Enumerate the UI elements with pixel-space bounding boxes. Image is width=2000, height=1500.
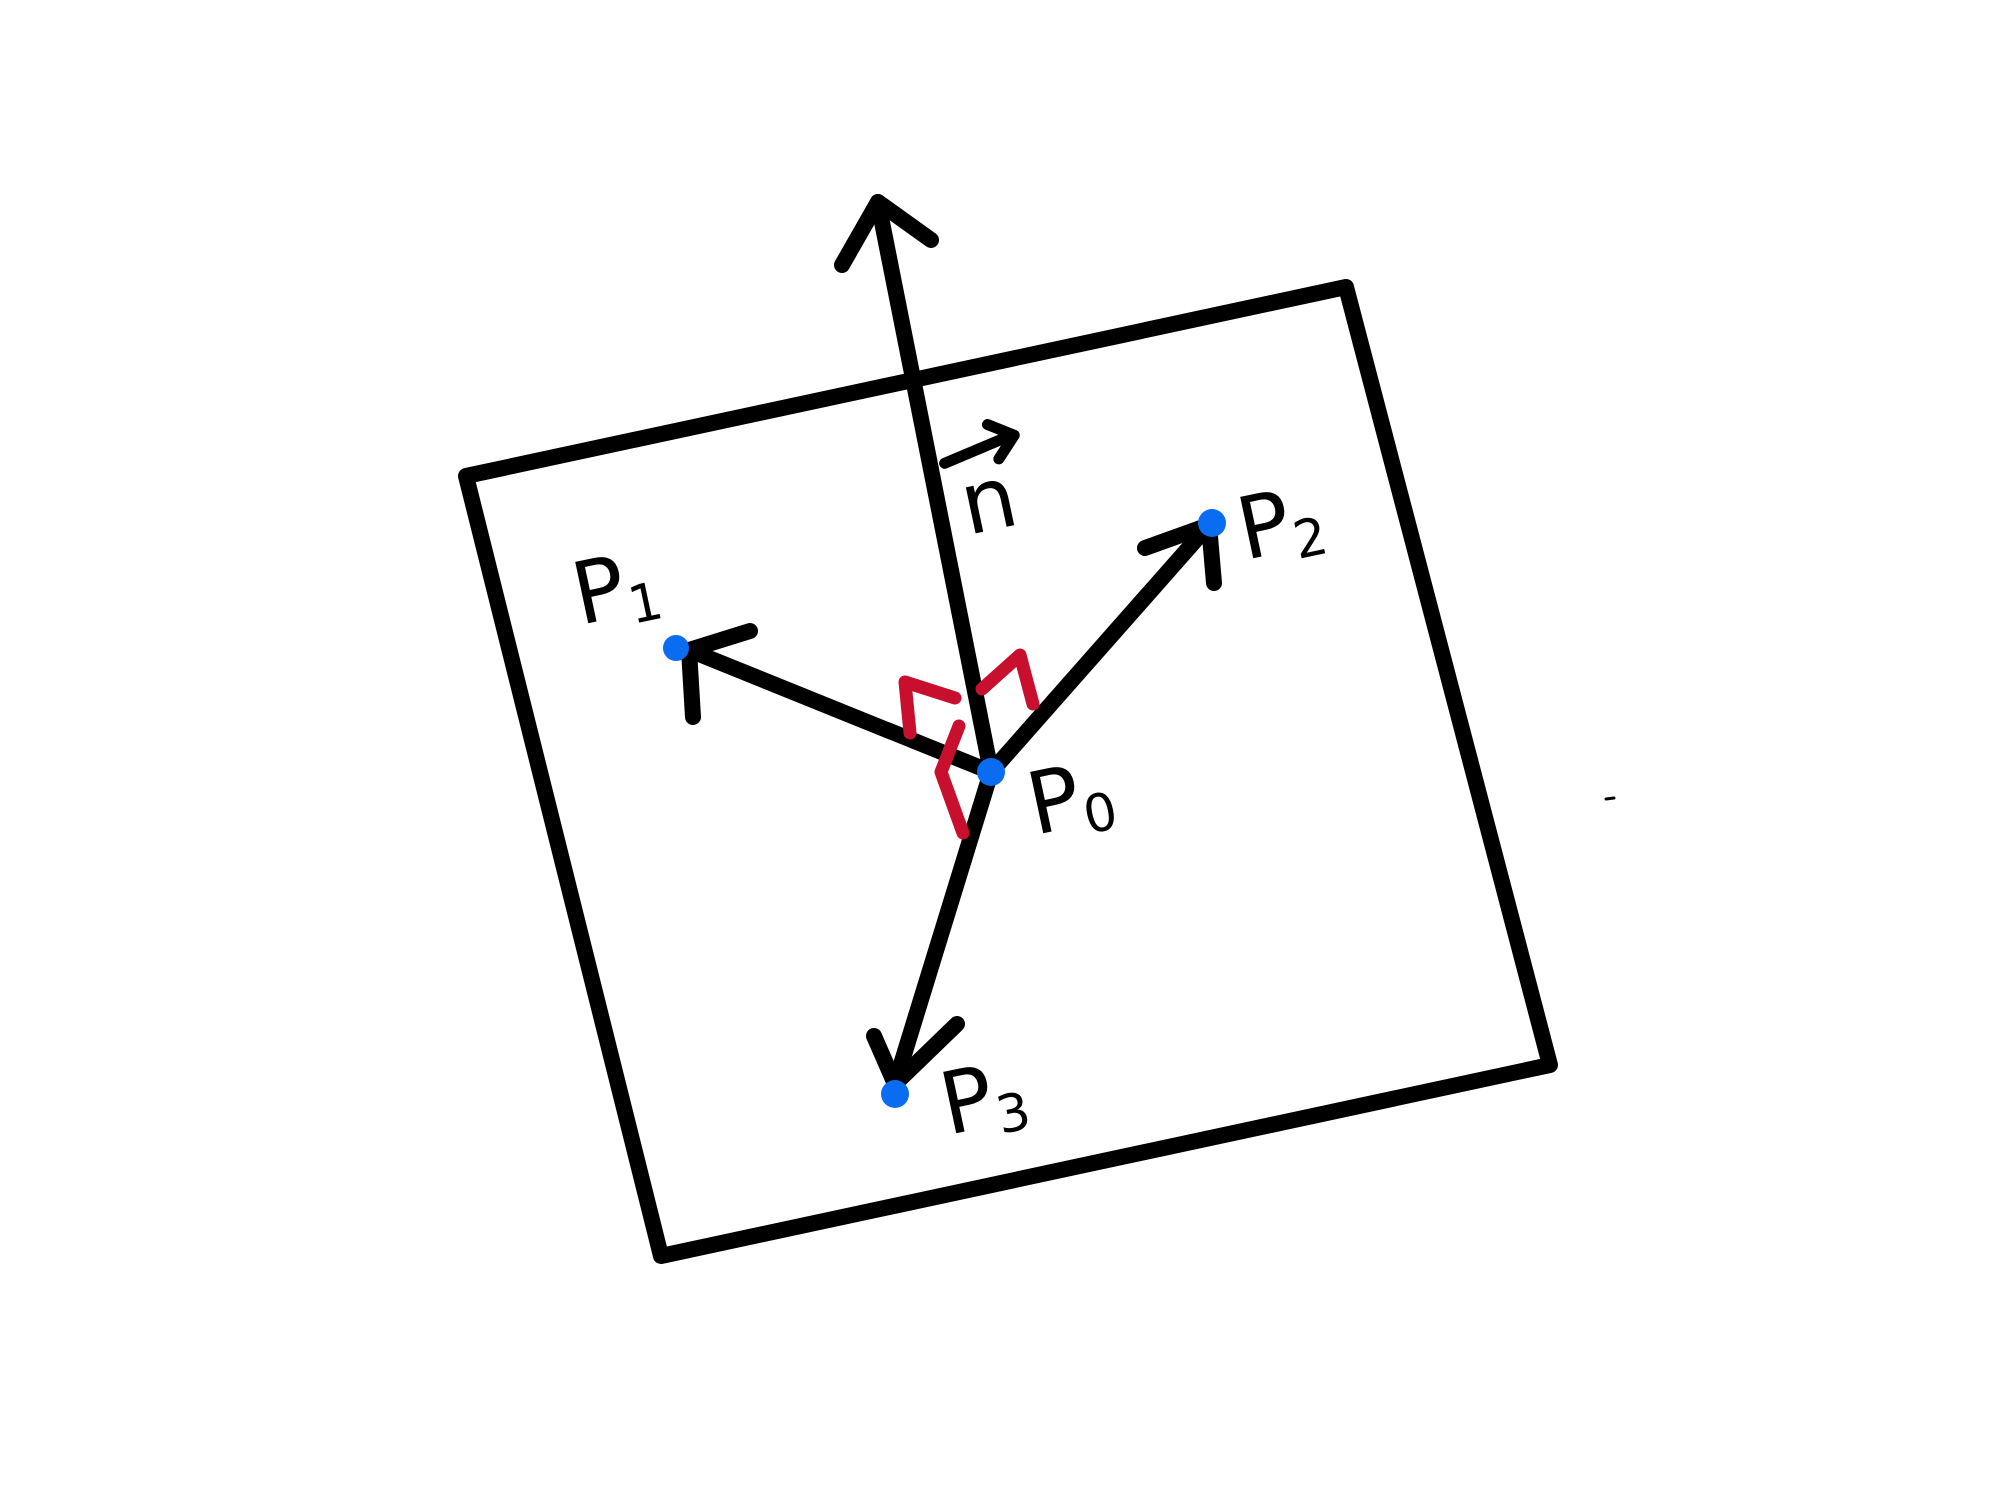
point-p0 [977, 758, 1005, 786]
label-n: n [939, 419, 1026, 556]
vector-arrow-icon [939, 419, 1020, 469]
svg-text:P0: P0 [1019, 740, 1123, 857]
label-p1-base: P [564, 537, 636, 646]
point-p1 [663, 635, 689, 661]
label-p2-base: P [1229, 472, 1301, 581]
vector-p0-p3 [866, 764, 999, 1092]
label-p3-base: P [932, 1047, 1004, 1156]
plane-square [458, 279, 1558, 1264]
normal-vector-arrow [834, 194, 999, 780]
label-p2: P2 [1229, 465, 1333, 582]
stray-mark [1604, 796, 1616, 801]
label-p0: P0 [1019, 740, 1123, 857]
label-p1: P1 [564, 530, 668, 647]
point-p2 [1198, 509, 1226, 537]
right-angle-mark-n-p1 [898, 675, 962, 740]
svg-text:P2: P2 [1229, 465, 1333, 582]
label-n-text: n [952, 446, 1026, 555]
right-angle-mark-n-p2 [975, 648, 1040, 711]
point-p3 [881, 1080, 909, 1108]
label-p0-base: P [1019, 747, 1091, 856]
svg-text:P3: P3 [932, 1040, 1036, 1157]
svg-text:P1: P1 [564, 530, 668, 647]
vector-p0-p1 [681, 623, 999, 780]
right-angle-mark-p1-p3 [934, 719, 970, 840]
vector-p0-p2 [983, 517, 1222, 780]
label-p3: P3 [932, 1040, 1036, 1157]
